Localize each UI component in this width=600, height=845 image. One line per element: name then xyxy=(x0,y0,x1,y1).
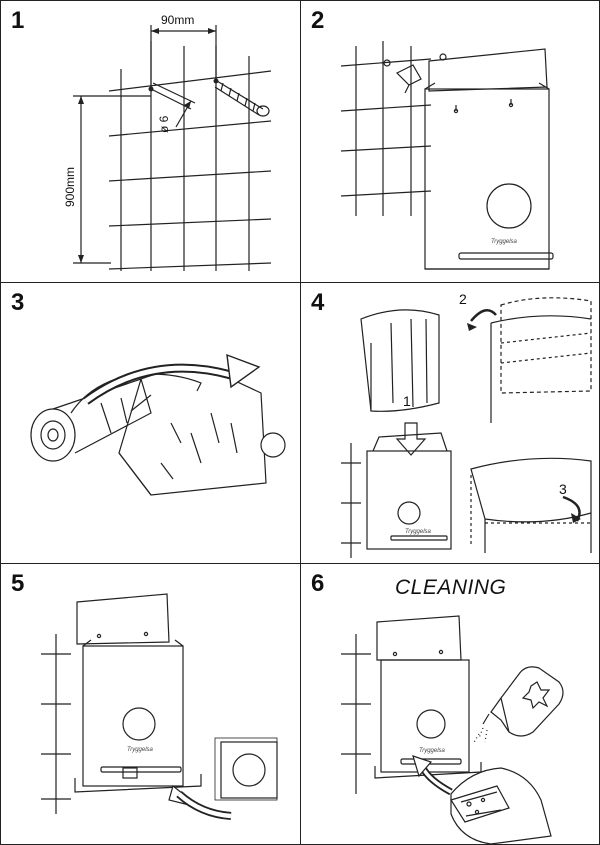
step-3-number: 3 xyxy=(11,289,25,316)
brand-label-5: Tryggelsa xyxy=(127,747,153,753)
brand-label-2: Tryggelsa xyxy=(491,239,517,245)
step-4-number: 4 xyxy=(311,289,325,316)
cleaning-drawing xyxy=(341,615,564,844)
step-6-number: 6 xyxy=(311,570,325,597)
step-1-panel: 1 xyxy=(0,0,301,283)
step-2-number: 2 xyxy=(311,7,325,34)
step-6-title: CLEANING xyxy=(395,576,507,599)
step-4-panel: 4 xyxy=(300,282,600,564)
width-dimension-label: 90mm xyxy=(161,13,195,27)
brand-label-6: Tryggelsa xyxy=(419,748,445,754)
step-4-arrow-1-label: 1 xyxy=(403,393,411,409)
height-dimension-label: 900mm xyxy=(63,166,77,207)
step-4-arrow-3-label: 3 xyxy=(559,481,567,497)
hang-dispenser-drawing xyxy=(340,41,554,270)
step-2-panel: 2 xyxy=(300,0,600,283)
insert-refill-drawing xyxy=(341,297,592,558)
wall-mount-drawing xyxy=(73,25,272,271)
hole-diameter-label: ø 6 xyxy=(157,115,171,133)
step-5-panel: 5 xyxy=(0,563,301,845)
brand-label-4: Tryggelsa xyxy=(405,529,431,535)
step-3-panel: 3 xyxy=(0,282,301,564)
step-4-arrow-2-label: 2 xyxy=(459,291,467,307)
paper-roll-drawing xyxy=(30,353,286,496)
step-5-number: 5 xyxy=(11,570,25,597)
step-6-panel: 6 CLEANING xyxy=(300,563,600,845)
step-1-number: 1 xyxy=(11,7,25,34)
close-dispenser-drawing xyxy=(41,593,278,820)
